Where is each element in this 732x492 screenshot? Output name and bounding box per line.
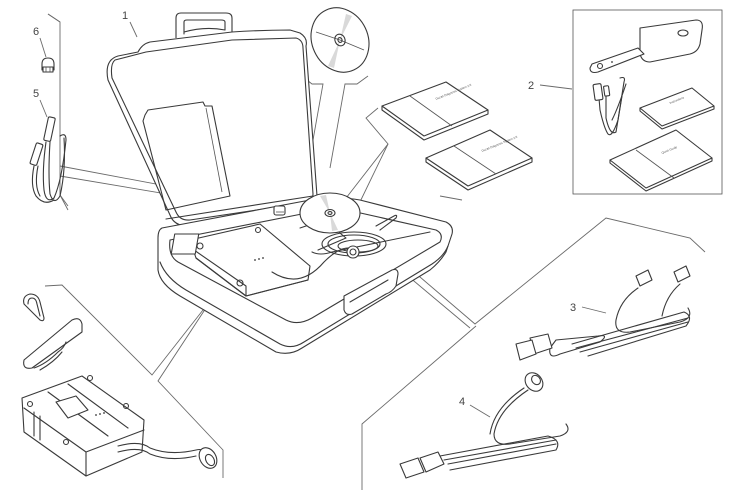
handheld-remote xyxy=(589,19,703,74)
cap-in-case xyxy=(273,205,286,216)
callout-number-4: 4 xyxy=(459,396,465,408)
callout-2: 2 xyxy=(528,80,573,92)
carrying-case xyxy=(106,12,453,354)
strap xyxy=(23,318,83,371)
cd-disc xyxy=(310,7,370,73)
carabiner xyxy=(23,293,45,322)
remote-kit-frame xyxy=(572,9,723,195)
callout-number-6: 6 xyxy=(33,26,39,38)
y-split-cable xyxy=(515,265,691,361)
remote-usb-cable xyxy=(592,76,627,136)
interface-unit-in-case xyxy=(170,223,349,297)
callout-number-2: 2 xyxy=(528,80,534,92)
diagnostic-cable xyxy=(399,372,569,479)
remote-manual-b-title: Quick Guide xyxy=(661,145,678,155)
connector-cap xyxy=(41,57,55,73)
bracket-interface xyxy=(44,272,233,478)
manual-a: Ducati Diagnosis System 2.0 xyxy=(381,81,489,141)
callout-4: 4 xyxy=(459,396,491,418)
callout-number-1: 1 xyxy=(122,10,128,22)
cable-coil-in-case xyxy=(321,214,398,259)
callout-number-3: 3 xyxy=(570,302,576,314)
remote-manual-a-title: Instructions xyxy=(669,95,685,105)
usb-cable xyxy=(29,116,67,203)
callout-number-5: 5 xyxy=(33,88,39,100)
cd-in-case xyxy=(299,192,361,234)
callout-1: 1 xyxy=(122,10,138,38)
manual-b: Ducati Diagnosis System 2.0 xyxy=(425,129,533,191)
callout-6: 6 xyxy=(33,26,47,58)
bracket-manuals xyxy=(342,107,463,207)
callout-3: 3 xyxy=(570,302,607,314)
remote-manual-b: Quick Guide xyxy=(609,129,713,192)
remote-manual-a: Instructions xyxy=(639,87,715,130)
interface-unit xyxy=(21,374,218,477)
callout-5: 5 xyxy=(33,88,48,118)
